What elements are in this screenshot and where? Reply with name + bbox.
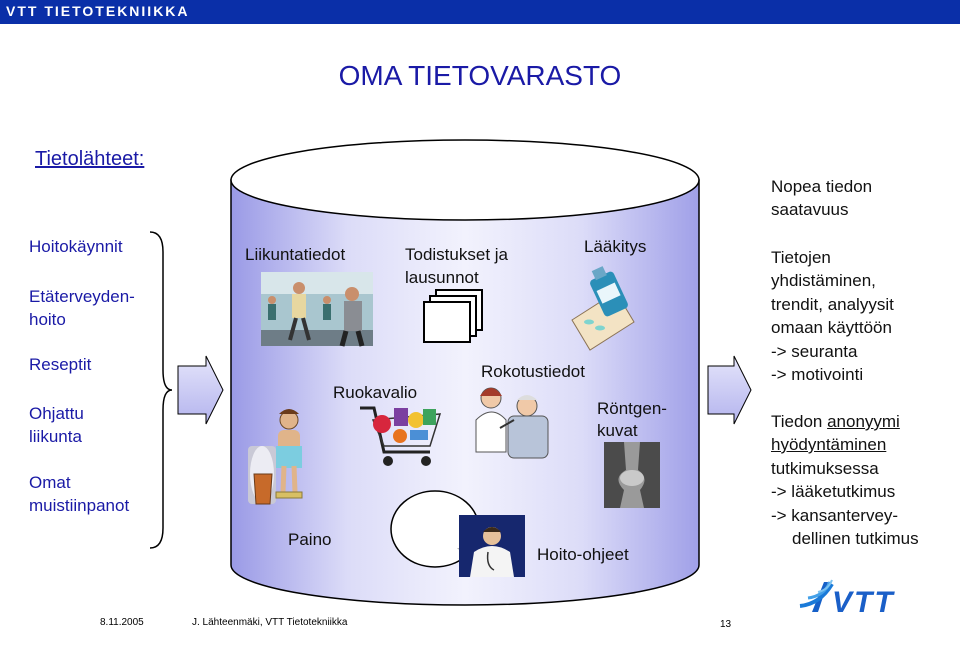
footer-author: J. Lähteenmäki, VTT Tietotekniikka (192, 617, 348, 628)
source-guided-exercise-line2: liikunta (29, 427, 82, 446)
arrow-in-icon (177, 355, 224, 425)
benefit-combining-line4: omaan käyttöön (771, 318, 892, 337)
benefit-anonymous-line3: tutkimuksessa (771, 459, 879, 478)
source-notes-line1: Omat (29, 473, 71, 492)
benefit-anonymous-line5: -> kansantervey- (771, 506, 899, 525)
source-guided-exercise-line1: Ohjattu (29, 404, 84, 423)
sources-heading: Tietolähteet: (35, 148, 145, 170)
vtt-logo-mark (799, 579, 834, 612)
label-care-instructions: Hoito-ohjeet (537, 545, 629, 564)
label-diet: Ruokavalio (333, 383, 418, 402)
org-label: VTT TIETOTEKNIIKKA (6, 3, 190, 19)
benefit-combining-line3: trendit, analyysit (771, 295, 894, 314)
benefit-availability-line1: Nopea tiedon (771, 177, 873, 196)
weighing-person-icon (248, 409, 303, 505)
benefit-availability-line2: saatavuus (771, 200, 849, 219)
footer-page-number: 13 (720, 619, 732, 630)
label-weight: Paino (288, 530, 332, 549)
medicine-icon (571, 266, 635, 351)
documents-icon (423, 289, 483, 343)
label-exercise: Liikuntatiedot (245, 245, 346, 264)
source-notes-line2: muistiinpanot (29, 496, 130, 515)
label-xray-line2: kuvat (597, 421, 638, 440)
slide-title: OMA TIETOVARASTO (338, 60, 622, 91)
label-certificates-line1: Todistukset ja (405, 245, 508, 264)
benefit-anonymous-emph: anonyymi (827, 412, 900, 431)
source-prescriptions: Reseptit (29, 355, 92, 374)
benefit-combining-line1: Tietojen (771, 248, 831, 267)
benefit-combining-line2: yhdistäminen, (771, 271, 876, 290)
label-vaccinations: Rokotustiedot (481, 362, 585, 381)
vaccination-icon (475, 387, 549, 459)
benefit-anonymous-line1: Tiedon anonyymi (771, 411, 900, 432)
label-medication: Lääkitys (584, 237, 647, 256)
label-certificates-line2: lausunnot (405, 268, 479, 287)
benefit-combining-line5: -> seuranta (771, 342, 858, 361)
shopping-cart-icon (360, 406, 442, 466)
doctor-photo (459, 515, 525, 577)
benefit-anonymous-line4: -> lääketutkimus (771, 482, 896, 501)
source-telehealth-line2: hoito (29, 310, 66, 329)
benefit-anonymous-prefix: Tiedon (771, 412, 828, 431)
benefit-anonymous-line6: dellinen tutkimus (792, 529, 919, 548)
header-bar (0, 0, 960, 24)
benefit-anonymous-line2: hyödyntäminen (771, 435, 887, 454)
source-telehealth-line1: Etäterveyden- (29, 287, 135, 306)
vtt-logo-text: VTT (832, 586, 895, 619)
exercise-photo (261, 272, 373, 347)
xray-image (604, 442, 660, 508)
sources-brace (149, 231, 173, 549)
label-xray-line1: Röntgen- (597, 399, 667, 418)
benefit-combining-line6: -> motivointi (771, 365, 864, 384)
source-care-visits: Hoitokäynnit (29, 237, 123, 256)
footer-date: 8.11.2005 (100, 617, 144, 628)
arrow-out-icon (707, 355, 752, 425)
